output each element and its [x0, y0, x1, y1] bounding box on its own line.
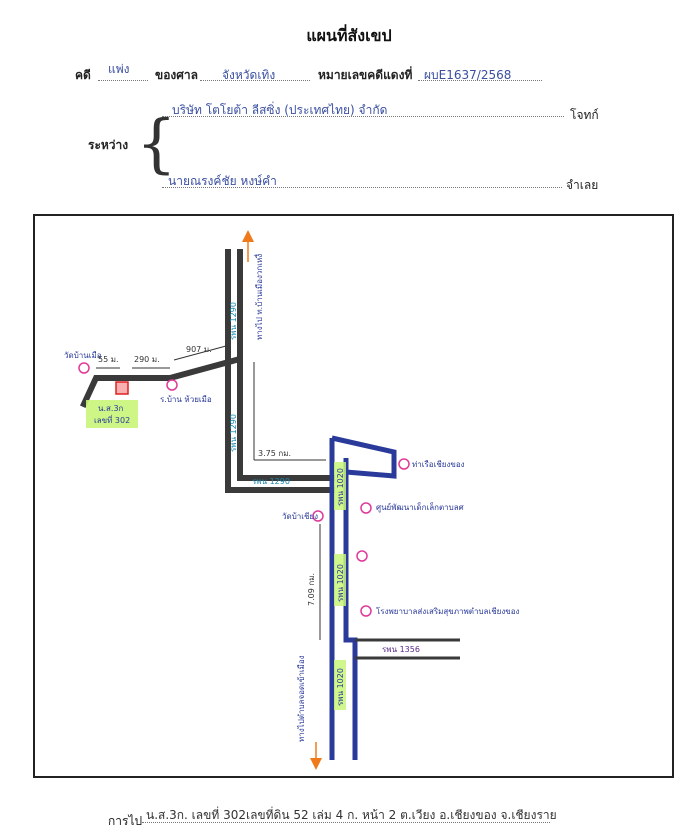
case-type: แพ่ง	[108, 62, 130, 76]
label-school: ร.บ้าน ห้วยเมือ	[160, 395, 212, 404]
plaintiff-role: โจทก์	[570, 108, 599, 122]
red-case-label: หมายเลขคดีแดงที่	[318, 68, 413, 82]
highlight-road-1020-a	[334, 462, 346, 510]
label-dist-709: 7.09 กม.	[307, 573, 316, 606]
plaintiff-name: บริษัท โตโยต้า ลีสซิ่ง (ประเทศไทย) จำกัด	[172, 103, 388, 117]
label-road-1290-h: รพน 1290	[252, 477, 290, 486]
center-marker	[360, 502, 372, 514]
court-line	[200, 80, 310, 81]
road-1290	[80, 249, 335, 493]
label-dist-55: 55 ม.	[98, 355, 119, 364]
label-road-1356: รพน 1356	[382, 645, 420, 654]
label-road-1290-b: รพน 1290	[229, 414, 238, 452]
road-1020	[329, 435, 397, 760]
label-hospital: โรงพยาบาลส่งเสริมสุขภาพตำบลเชียงของ	[376, 606, 519, 616]
red-case-line	[418, 80, 542, 81]
label-temple-2: วัดบ้าเชียง	[282, 512, 318, 521]
property-label-line2: เลขที่ 302	[94, 414, 130, 425]
label-dist-290: 290 ม.	[134, 355, 160, 364]
label-to-chiang-rai: ทางไปตำบลจอดเข้าเมือง	[297, 655, 306, 742]
label-road-1290-a: รพน 1290	[229, 302, 238, 340]
label-road-1020-c: รพน 1020	[336, 668, 345, 706]
road-1356	[355, 638, 460, 660]
footer-directions: น.ส.3ก. เลขที่ 302เลขที่ดิน 52 เล่ม 4 ก.…	[146, 808, 557, 822]
map-frame	[33, 214, 674, 778]
label-road-1020-b: รพน 1020	[336, 564, 345, 602]
label-temple-1: วัดบ้านเมือ	[64, 351, 102, 360]
page-title: แผนที่สังเขป	[306, 26, 392, 45]
port-marker	[398, 458, 410, 470]
dimension-lines	[96, 345, 326, 640]
label-road-1020-a: รพน 1020	[336, 468, 345, 506]
property-label-box	[86, 400, 138, 428]
footer-to-label: การไป	[108, 814, 143, 828]
label-dist-375: 3.75 กม.	[258, 449, 291, 458]
case-label: คดี	[75, 68, 91, 82]
court-label: ของศาล	[155, 68, 198, 82]
defendant-name: นายณรงค์ชัย หงษ์คำ	[168, 174, 277, 188]
label-center: ศูนย์พัฒนาเด็กเล็กตาบลศ	[376, 502, 464, 513]
case-type-line	[98, 80, 148, 81]
highlight-road-1020-b	[334, 554, 346, 606]
plaintiff-line	[162, 116, 564, 117]
highlight-road-1020-c	[334, 660, 346, 710]
place-markers	[78, 362, 410, 617]
temple-marker-1	[78, 362, 90, 374]
defendant-role: จำเลย	[566, 178, 599, 192]
between-label: ระหว่าง	[88, 138, 129, 152]
court-name: จังหวัดเทิง	[222, 68, 276, 82]
party-brace: {	[136, 107, 177, 181]
property-label-line1: น.ส.3ก	[98, 404, 124, 413]
label-dist-907: 907 ม.	[186, 345, 212, 354]
defendant-line	[162, 187, 562, 188]
label-port: ท่าเรือเชียงของ	[412, 460, 465, 469]
red-case-number: ผบE1637/2568	[424, 68, 512, 82]
property-parcel	[115, 381, 129, 395]
extra-marker	[356, 550, 368, 562]
temple-marker-2	[312, 510, 324, 522]
school-marker	[166, 379, 178, 391]
footer-line	[142, 822, 550, 823]
label-to-ban-mueang: ทางไป ท.บ้านเมืองวกเหงื่	[253, 254, 264, 340]
hospital-marker	[360, 605, 372, 617]
